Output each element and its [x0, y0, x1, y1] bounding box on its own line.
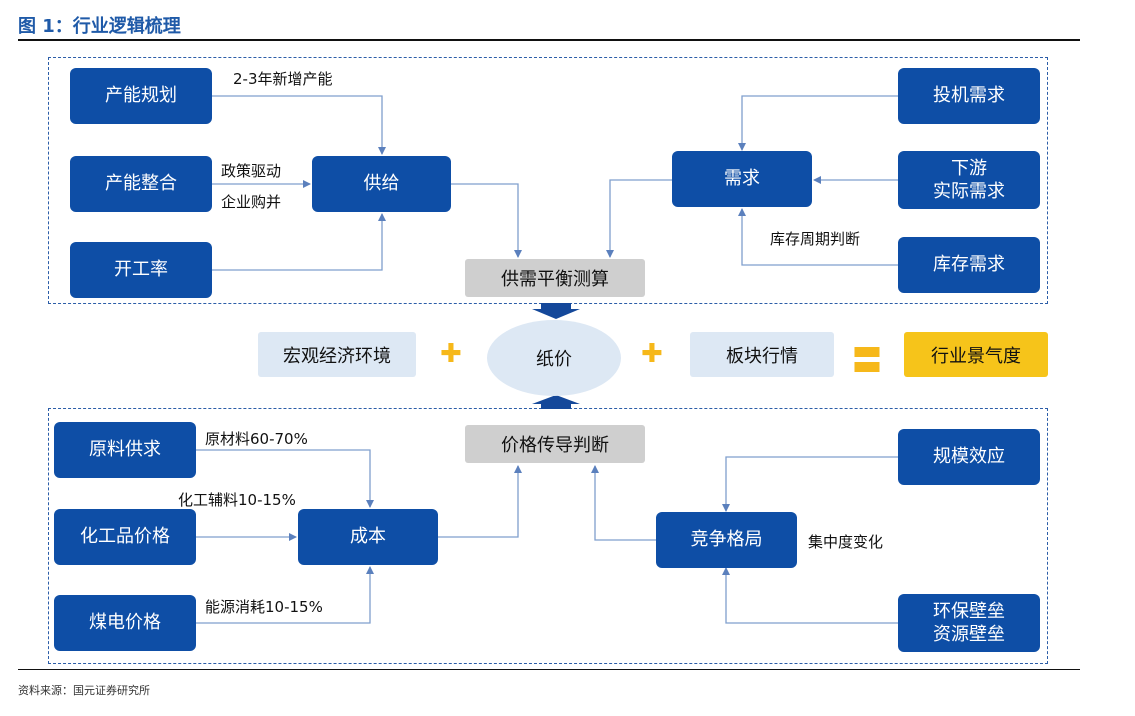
barriers-to-competition-line [722, 567, 898, 624]
cost-box: 成本 [298, 509, 438, 565]
merger-label: 企业购并 [221, 193, 282, 211]
macro-economy-box: 宏观经济环境 [258, 332, 416, 377]
coal-power-to-cost-line [196, 566, 374, 624]
up-arrow-to-price [532, 395, 580, 409]
figure-title: 图 1：行业逻辑梳理 [18, 16, 181, 37]
supply-box: 供给 [312, 156, 451, 212]
concentration-label: 集中度变化 [808, 533, 884, 551]
balance-calc-box: 供需平衡测算 [465, 259, 645, 297]
inventory-demand-box: 库存需求 [898, 237, 1040, 293]
cost-to-transmission-line [438, 465, 522, 538]
speculative-to-demand-line [738, 95, 898, 151]
demand-box: 需求 [672, 151, 812, 207]
coal-power-price-box: 煤电价格 [54, 595, 196, 651]
capacity-plan-box: 产能规划 [70, 68, 212, 124]
equals-icon: 〓 [852, 344, 882, 379]
down-arrow-to-price [532, 303, 580, 319]
source-note: 资料来源：国元证券研究所 [18, 684, 150, 697]
barriers-box: 环保壁垒 资源壁垒 [898, 594, 1040, 652]
price-transmission-box: 价格传导判断 [465, 425, 645, 463]
demand-to-balance-line [606, 179, 672, 258]
plus-icon-1: ✚ [440, 339, 462, 369]
speculative-demand-box: 投机需求 [898, 68, 1040, 124]
inventory-cycle-label: 库存周期判断 [770, 230, 861, 248]
new-capacity-label: 2-3年新增产能 [233, 70, 333, 88]
capacity-merge-box: 产能整合 [70, 156, 212, 212]
paper-price-ellipse: 纸价 [487, 320, 621, 396]
top-rule [18, 39, 1080, 41]
chemical-price-box: 化工品价格 [54, 509, 196, 565]
bottom-rule [18, 669, 1080, 670]
sector-trend-box: 板块行情 [690, 332, 834, 377]
competition-to-transmission-line [591, 465, 656, 541]
competition-box: 竞争格局 [656, 512, 797, 568]
supply-to-balance-line [451, 183, 522, 258]
inventory-to-demand-line [738, 208, 898, 266]
downstream-demand-box: 下游 实际需求 [898, 151, 1040, 209]
raw-material-box: 原料供求 [54, 422, 196, 478]
plus-icon-2: ✚ [641, 339, 663, 369]
scale-effect-box: 规模效应 [898, 429, 1040, 485]
industry-boom-box: 行业景气度 [904, 332, 1048, 377]
raw-material-share-label: 原材料60-70% [205, 430, 308, 448]
policy-driven-label: 政策驱动 [221, 162, 282, 180]
raw-material-to-cost-line [196, 449, 374, 508]
operating-rate-to-supply-line [212, 213, 386, 271]
scale-to-competition-line [722, 456, 898, 512]
capacity-plan-to-supply-line [212, 95, 386, 155]
energy-share-label: 能源消耗10-15% [205, 598, 323, 616]
chemical-share-label: 化工辅料10-15% [178, 491, 296, 509]
operating-rate-box: 开工率 [70, 242, 212, 298]
